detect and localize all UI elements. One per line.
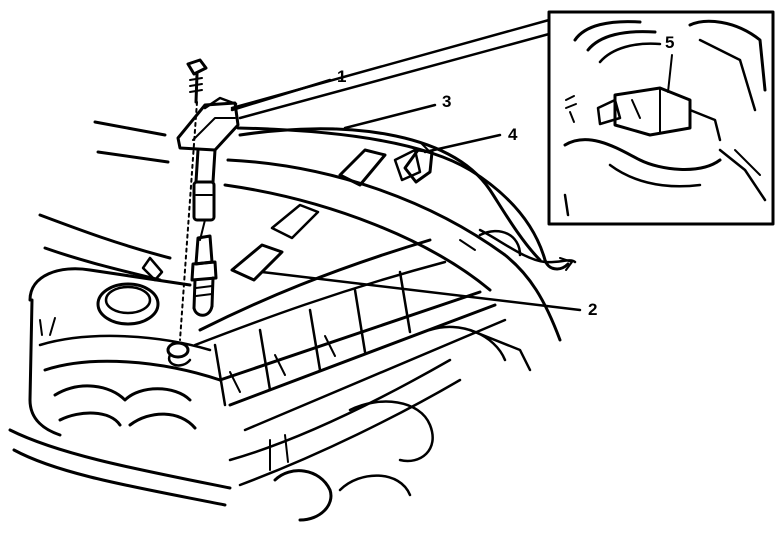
leader-2 [260, 270, 582, 312]
callout-3: 3 [442, 92, 452, 111]
inset-leader-lower [238, 32, 551, 120]
inset-detail [547, 10, 775, 226]
plug-hole [166, 341, 190, 359]
spark-plug [190, 234, 218, 317]
harness-connector [403, 141, 434, 184]
wiring-harness [236, 126, 570, 271]
callout-1: 1 [337, 67, 347, 86]
engine-block [8, 120, 577, 522]
callout-5: 5 [665, 33, 675, 52]
leader-3 [343, 103, 437, 130]
ignition-coil [176, 58, 240, 222]
leader-1 [230, 78, 332, 112]
callout-2: 2 [588, 300, 598, 319]
bolt-guide [179, 101, 198, 341]
callout-4: 4 [508, 125, 518, 144]
leader-4 [423, 133, 502, 154]
